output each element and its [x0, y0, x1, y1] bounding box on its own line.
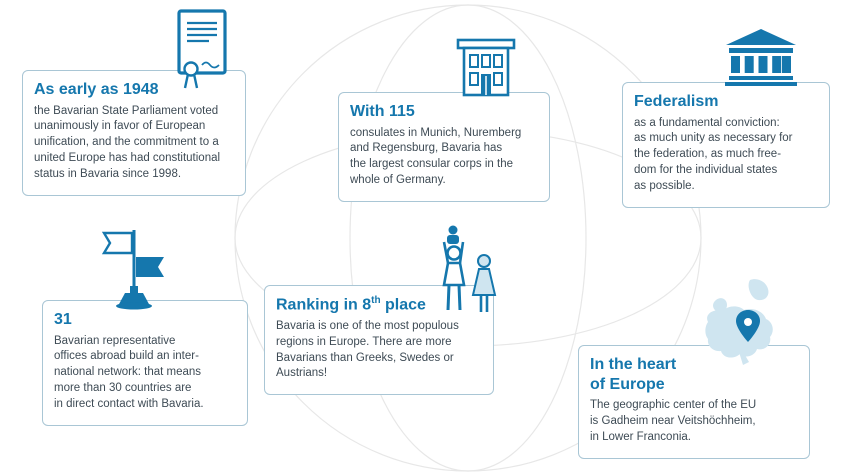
flags-icon [96, 226, 172, 317]
card-early-1948: As early as 1948 the Bavarian State Parl… [22, 70, 246, 196]
ordinal-superscript: th [371, 295, 381, 306]
card-body: Bavarian representative offices abroad b… [54, 334, 204, 410]
card-body: Bavaria is one of the most populous regi… [276, 319, 459, 380]
card-title-part: Ranking in 8 [276, 296, 372, 314]
card-title-part: place [380, 296, 426, 314]
card-title: Ranking in 8th place [276, 295, 482, 315]
card-ranking-8th: Ranking in 8th place Bavaria is one of t… [264, 285, 494, 396]
card-title: In the heart of Europe [590, 356, 677, 393]
card-body: the Bavarian State Parliament voted unan… [34, 104, 221, 180]
europe-map-icon [694, 278, 790, 373]
card-body: The geographic center of the EU is Gadhe… [590, 399, 757, 443]
card-title: As early as 1948 [34, 81, 159, 98]
parliament-building-icon [722, 28, 800, 91]
card-body: consulates in Munich, Nuremberg and Rege… [350, 126, 522, 187]
card-title: Federalism [634, 93, 719, 110]
card-title: With 115 [350, 103, 415, 120]
card-with-115: With 115 consulates in Munich, Nuremberg… [338, 92, 550, 202]
card-title: 31 [54, 311, 72, 328]
consulate-building-icon [455, 36, 517, 103]
certificate-icon [176, 8, 232, 97]
family-icon [420, 222, 506, 321]
card-heart-of-europe: In the heart of Europe The geographic ce… [578, 345, 810, 459]
card-federalism: Federalism as a fundamental conviction: … [622, 82, 830, 208]
card-31-offices: 31 Bavarian representative offices abroa… [42, 300, 248, 426]
card-body: as a fundamental conviction: as much uni… [634, 116, 793, 192]
